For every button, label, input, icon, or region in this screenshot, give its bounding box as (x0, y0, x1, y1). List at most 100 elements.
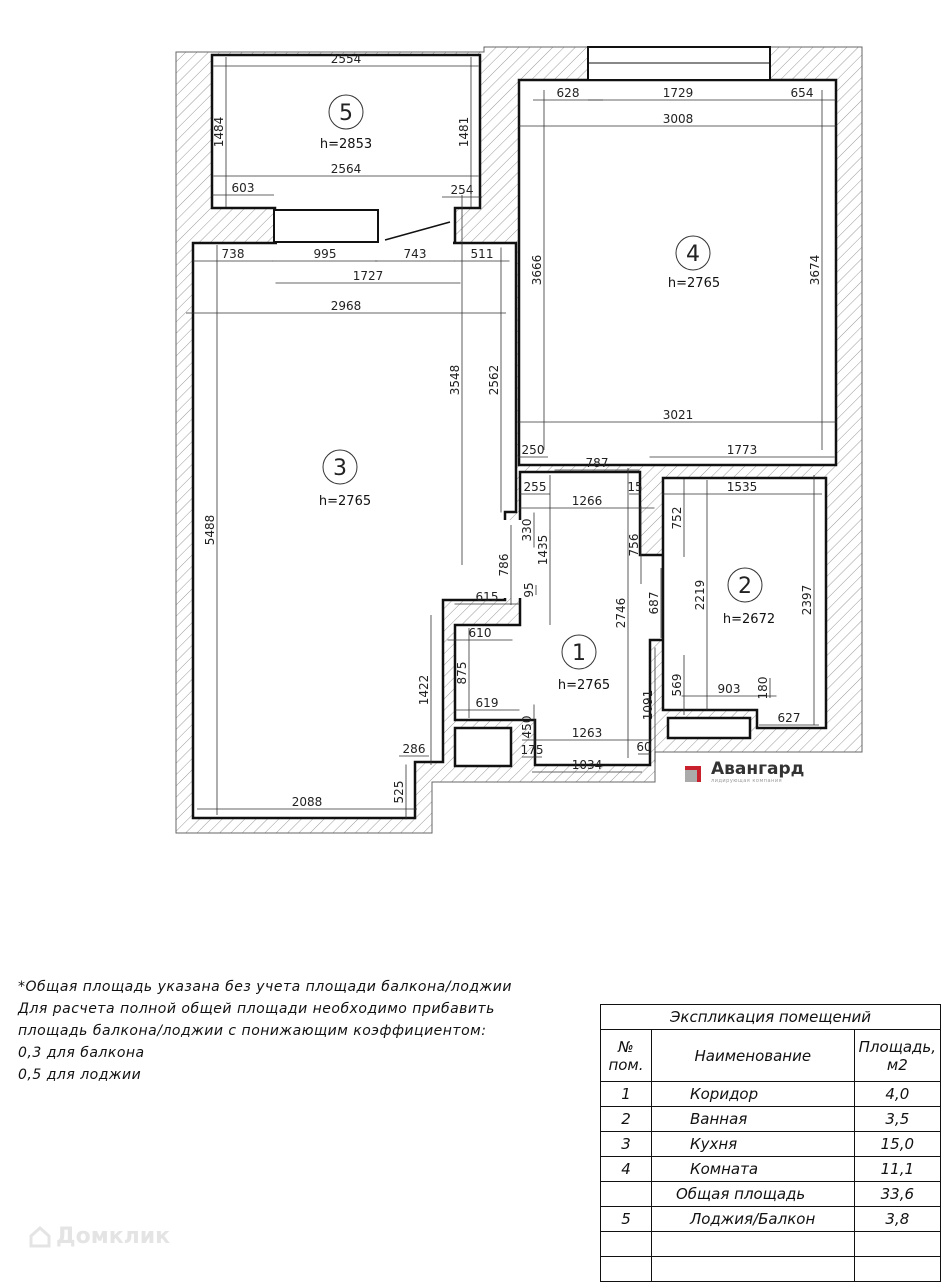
dimension: 1484 (212, 57, 227, 207)
dimension-value: 1773 (727, 443, 758, 457)
dimension: 15 (627, 480, 643, 495)
dimension-value: 2219 (693, 580, 707, 611)
dimension: 330 (520, 512, 535, 548)
room-schedule-table: Экспликация помещений № пом. Наименовани… (600, 1004, 942, 1282)
dimension: 687 (647, 568, 662, 638)
dimension: 3674 (808, 90, 823, 450)
row-number: 4 (600, 1156, 652, 1182)
dimension: 3008 (519, 112, 837, 127)
area-notes: *Общая площадь указана без учета площади… (18, 976, 512, 1086)
dimension: 1773 (649, 443, 835, 458)
dimension-value: 2397 (800, 585, 814, 616)
dimension-value: 627 (778, 711, 801, 725)
dimension: 654 (768, 86, 836, 101)
dimension: 2088 (197, 795, 417, 810)
dimension: 2219 (693, 480, 708, 710)
dimension: 569 (670, 655, 685, 715)
watermark: Домклик (28, 1224, 170, 1249)
row-number: 2 (600, 1106, 652, 1132)
dimension-value: 1422 (417, 675, 431, 706)
dimension-value: 756 (627, 534, 641, 557)
dimension-value: 95 (522, 582, 536, 597)
dimension-value: 738 (222, 247, 245, 261)
row-name: Ванная (650, 1106, 855, 1132)
dimension: 627 (759, 711, 819, 726)
dimension: 752 (670, 479, 685, 557)
dimension: 2746 (614, 468, 629, 758)
row-area: 4,0 (853, 1081, 942, 1107)
dimension-value: 330 (520, 519, 534, 542)
dimension-value: 180 (756, 677, 770, 700)
logo-subtitle: лидирующая компания (711, 777, 783, 784)
dimension-value: 5488 (203, 515, 217, 546)
dimension: 2562 (487, 247, 502, 513)
dimension: 1091 (641, 647, 656, 763)
dimension-value: 525 (392, 781, 406, 804)
room-number-circle (322, 449, 358, 485)
dimension-value: 1727 (353, 269, 384, 283)
watermark-text: Домклик (56, 1224, 171, 1249)
dimension-value: 1729 (663, 86, 694, 100)
dimension: 1034 (532, 758, 642, 773)
dimension: 2397 (800, 475, 815, 725)
dimension-value: 1535 (727, 480, 758, 494)
room-number: 3 (333, 456, 347, 481)
dimension-value: 175 (521, 743, 544, 757)
dimension: 1263 (522, 726, 652, 741)
dimension: 787 (554, 456, 640, 471)
table-title: Экспликация помещений (600, 1004, 941, 1030)
header-area: Площадь, м2 (853, 1029, 942, 1082)
dimension-value: 1263 (572, 726, 603, 740)
row-name: Лоджия/Балкон (650, 1206, 855, 1232)
room-ceiling-height: h=2765 (319, 494, 371, 509)
note-line: 0,5 для лоджии (18, 1067, 142, 1083)
dimension: 3021 (519, 408, 837, 423)
row-number (600, 1181, 652, 1207)
row-name (650, 1256, 855, 1282)
dimension-value: 250 (522, 443, 545, 457)
dimension: 2554 (213, 52, 479, 67)
dimension: 2968 (186, 299, 506, 314)
dimension: 1481 (457, 57, 472, 207)
dimension-value: 2554 (331, 52, 362, 66)
loggia-door-leaf (384, 221, 451, 241)
dimension-value: 511 (471, 247, 494, 261)
dimension-value: 1091 (641, 690, 655, 721)
room-ceiling-height: h=2765 (668, 276, 720, 291)
row-name (650, 1231, 855, 1257)
dimension: 1535 (662, 480, 822, 495)
dimension-value: 2564 (331, 162, 362, 176)
row-number (600, 1256, 652, 1282)
dimension: 255 (520, 480, 550, 495)
room-ceiling-height: h=2853 (320, 137, 372, 152)
dimension: 5488 (203, 245, 218, 815)
house-icon (29, 1225, 51, 1247)
dimension-value: 654 (791, 86, 814, 100)
dimension-value: 619 (476, 696, 499, 710)
row-area: 3,8 (853, 1206, 942, 1232)
dimension-value: 254 (451, 183, 474, 197)
row-area (853, 1231, 942, 1257)
shaft-box (453, 726, 513, 768)
row-name: Общая площадь (650, 1181, 855, 1207)
note-line: площадь балкона/лоджии с понижающим коэф… (18, 1023, 487, 1039)
dimension: 615 (454, 590, 520, 605)
row-name: Кухня (650, 1131, 855, 1157)
dimension-value: 1266 (572, 494, 603, 508)
room-1-corridor (453, 470, 665, 767)
kitchen-door-opening (503, 520, 523, 598)
dimension-value: 3021 (663, 408, 694, 422)
dimension-value: 3674 (808, 255, 822, 286)
dimension-value: 450 (520, 716, 534, 739)
dimension-value: 995 (314, 247, 337, 261)
dimension-value: 743 (404, 247, 427, 261)
dimension-value: 787 (586, 456, 609, 470)
dimension-value: 569 (670, 674, 684, 697)
dimension-value: 603 (232, 181, 255, 195)
dimension: 250 (518, 443, 548, 458)
dimension-value: 1484 (212, 117, 226, 148)
